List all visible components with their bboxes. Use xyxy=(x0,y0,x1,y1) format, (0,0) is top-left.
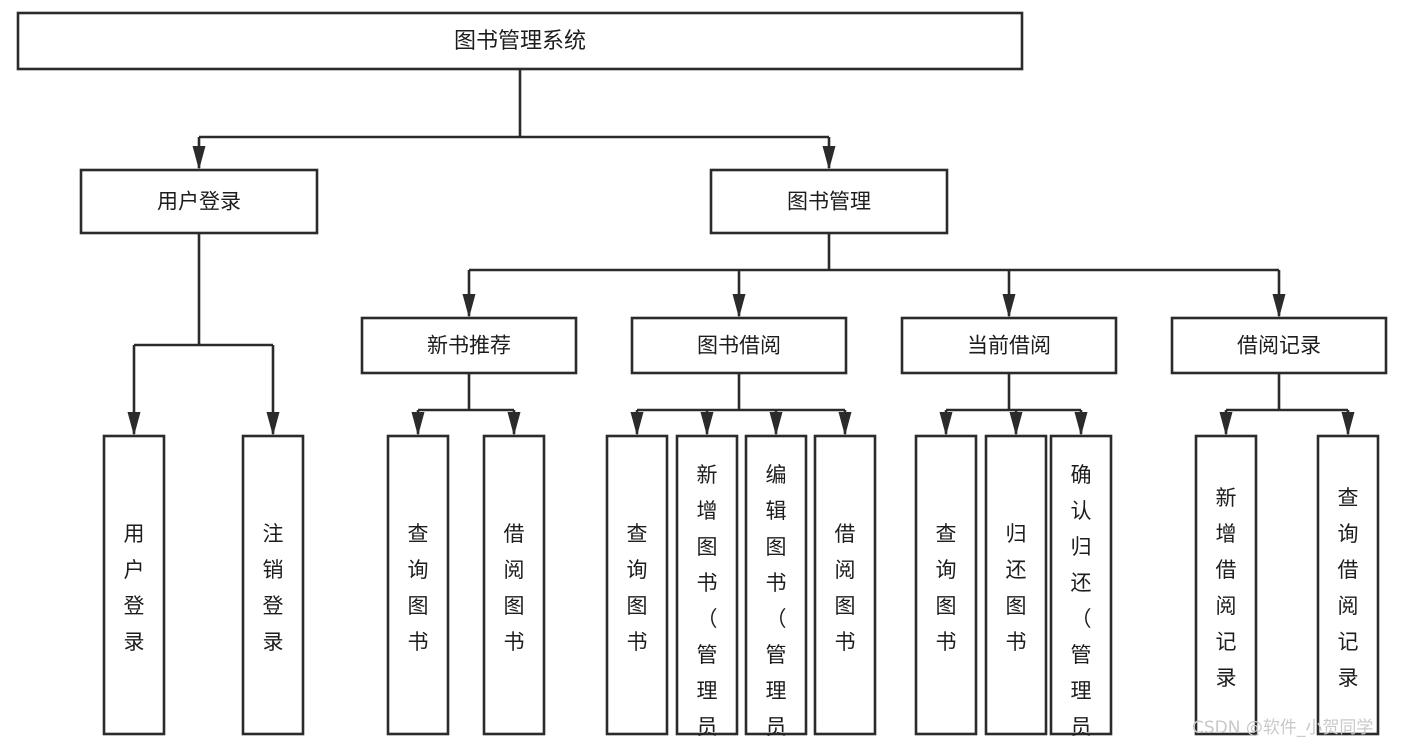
node-label-user-login: 用户登录 xyxy=(157,190,241,214)
node-label-borrow-records: 借阅记录 xyxy=(1237,334,1321,358)
arrow-head-icon xyxy=(266,412,280,436)
connector-lines-group xyxy=(127,69,1355,436)
node-label-current-borrow: 当前借阅 xyxy=(967,334,1051,358)
node-leaf-borrow-edit-book[interactable]: 编辑图书（管理员） xyxy=(744,434,808,747)
node-box-current-borrow[interactable] xyxy=(900,316,1118,375)
node-box-root[interactable] xyxy=(16,11,1024,71)
node-label-leaf-current-return-book: 归还图书 xyxy=(1006,522,1027,654)
arrow-head-icon xyxy=(1074,412,1088,436)
arrow-head-icon xyxy=(769,412,783,436)
node-box-leaf-recommend-borrow-book[interactable] xyxy=(482,434,546,736)
node-box-leaf-records-query-record[interactable] xyxy=(1316,434,1380,736)
arrow-head-icon xyxy=(838,412,852,436)
node-label-leaf-borrow-add-book: 新增图书（管理员） xyxy=(697,463,718,747)
node-new-book-recommend[interactable]: 新书推荐 xyxy=(360,316,578,375)
node-label-leaf-user-login: 用户登录 xyxy=(124,522,145,654)
node-box-leaf-borrow-add-book[interactable] xyxy=(675,434,739,736)
arrow-head-icon xyxy=(1002,294,1016,318)
arrow-head-icon xyxy=(411,412,425,436)
node-leaf-records-query-record[interactable]: 查询借阅记录 xyxy=(1316,434,1380,736)
node-current-borrow[interactable]: 当前借阅 xyxy=(900,316,1118,375)
node-boxes-group: 图书管理系统用户登录图书管理新书推荐图书借阅当前借阅借阅记录用户登录注销登录查询… xyxy=(16,11,1388,747)
node-leaf-current-query-book[interactable]: 查询图书 xyxy=(914,434,978,736)
node-borrow-records[interactable]: 借阅记录 xyxy=(1170,316,1388,375)
node-leaf-current-return-book[interactable]: 归还图书 xyxy=(984,434,1048,736)
node-label-book-management: 图书管理 xyxy=(787,190,871,214)
node-box-book-management[interactable] xyxy=(709,168,949,235)
arrow-head-icon xyxy=(1341,412,1355,436)
arrow-head-icon xyxy=(700,412,714,436)
node-box-leaf-records-add-record[interactable] xyxy=(1194,434,1258,736)
arrow-head-icon xyxy=(1009,412,1023,436)
node-label-leaf-borrow-query-book: 查询图书 xyxy=(627,522,648,654)
node-label-leaf-records-add-record: 新增借阅记录 xyxy=(1216,486,1237,690)
node-label-leaf-current-query-book: 查询图书 xyxy=(936,522,957,654)
node-box-leaf-user-login[interactable] xyxy=(102,434,166,736)
node-root[interactable]: 图书管理系统 xyxy=(16,11,1024,71)
arrow-head-icon xyxy=(462,294,476,318)
node-label-leaf-borrow-borrow-book: 借阅图书 xyxy=(835,522,856,654)
node-label-leaf-records-query-record: 查询借阅记录 xyxy=(1338,486,1359,690)
watermark-group: CSDN @软件_小贺同学 xyxy=(1192,718,1373,738)
node-leaf-borrow-add-book[interactable]: 新增图书（管理员） xyxy=(675,434,739,747)
arrow-head-icon xyxy=(630,412,644,436)
node-leaf-user-logout[interactable]: 注销登录 xyxy=(241,434,305,736)
node-box-leaf-borrow-query-book[interactable] xyxy=(605,434,669,736)
arrow-head-icon xyxy=(939,412,953,436)
node-leaf-recommend-query-book[interactable]: 查询图书 xyxy=(386,434,450,736)
node-label-leaf-current-confirm-return: 确认归还（管理员） xyxy=(1071,463,1092,747)
arrow-head-icon xyxy=(732,294,746,318)
node-book-management[interactable]: 图书管理 xyxy=(709,168,949,235)
node-book-borrow[interactable]: 图书借阅 xyxy=(630,316,848,375)
node-box-leaf-recommend-query-book[interactable] xyxy=(386,434,450,736)
watermark-label: CSDN @软件_小贺同学 xyxy=(1192,718,1373,738)
node-label-leaf-recommend-borrow-book: 借阅图书 xyxy=(504,522,525,654)
arrow-head-icon xyxy=(822,146,836,170)
node-box-leaf-current-return-book[interactable] xyxy=(984,434,1048,736)
node-box-leaf-borrow-edit-book[interactable] xyxy=(744,434,808,736)
node-box-leaf-current-confirm-return[interactable] xyxy=(1049,434,1113,736)
node-box-leaf-current-query-book[interactable] xyxy=(914,434,978,736)
node-leaf-current-confirm-return[interactable]: 确认归还（管理员） xyxy=(1049,434,1113,747)
node-box-book-borrow[interactable] xyxy=(630,316,848,375)
node-leaf-records-add-record[interactable]: 新增借阅记录 xyxy=(1194,434,1258,736)
node-leaf-borrow-query-book[interactable]: 查询图书 xyxy=(605,434,669,736)
arrow-head-icon xyxy=(1272,294,1286,318)
node-user-login[interactable]: 用户登录 xyxy=(79,168,319,235)
node-label-new-book-recommend: 新书推荐 xyxy=(427,334,511,358)
node-label-leaf-recommend-query-book: 查询图书 xyxy=(408,522,429,654)
node-label-book-borrow: 图书借阅 xyxy=(697,334,781,358)
node-box-leaf-borrow-borrow-book[interactable] xyxy=(813,434,877,736)
node-label-leaf-borrow-edit-book: 编辑图书（管理员） xyxy=(766,463,787,747)
arrow-head-icon xyxy=(507,412,521,436)
node-box-user-login[interactable] xyxy=(79,168,319,235)
node-label-leaf-user-logout: 注销登录 xyxy=(263,522,284,654)
node-label-root: 图书管理系统 xyxy=(454,29,586,54)
arrow-head-icon xyxy=(127,412,141,436)
arrow-head-icon xyxy=(1219,412,1233,436)
arrow-head-icon xyxy=(192,146,206,170)
node-leaf-user-login[interactable]: 用户登录 xyxy=(102,434,166,736)
node-leaf-borrow-borrow-book[interactable]: 借阅图书 xyxy=(813,434,877,736)
node-leaf-recommend-borrow-book[interactable]: 借阅图书 xyxy=(482,434,546,736)
node-box-new-book-recommend[interactable] xyxy=(360,316,578,375)
node-box-borrow-records[interactable] xyxy=(1170,316,1388,375)
node-box-leaf-user-logout[interactable] xyxy=(241,434,305,736)
